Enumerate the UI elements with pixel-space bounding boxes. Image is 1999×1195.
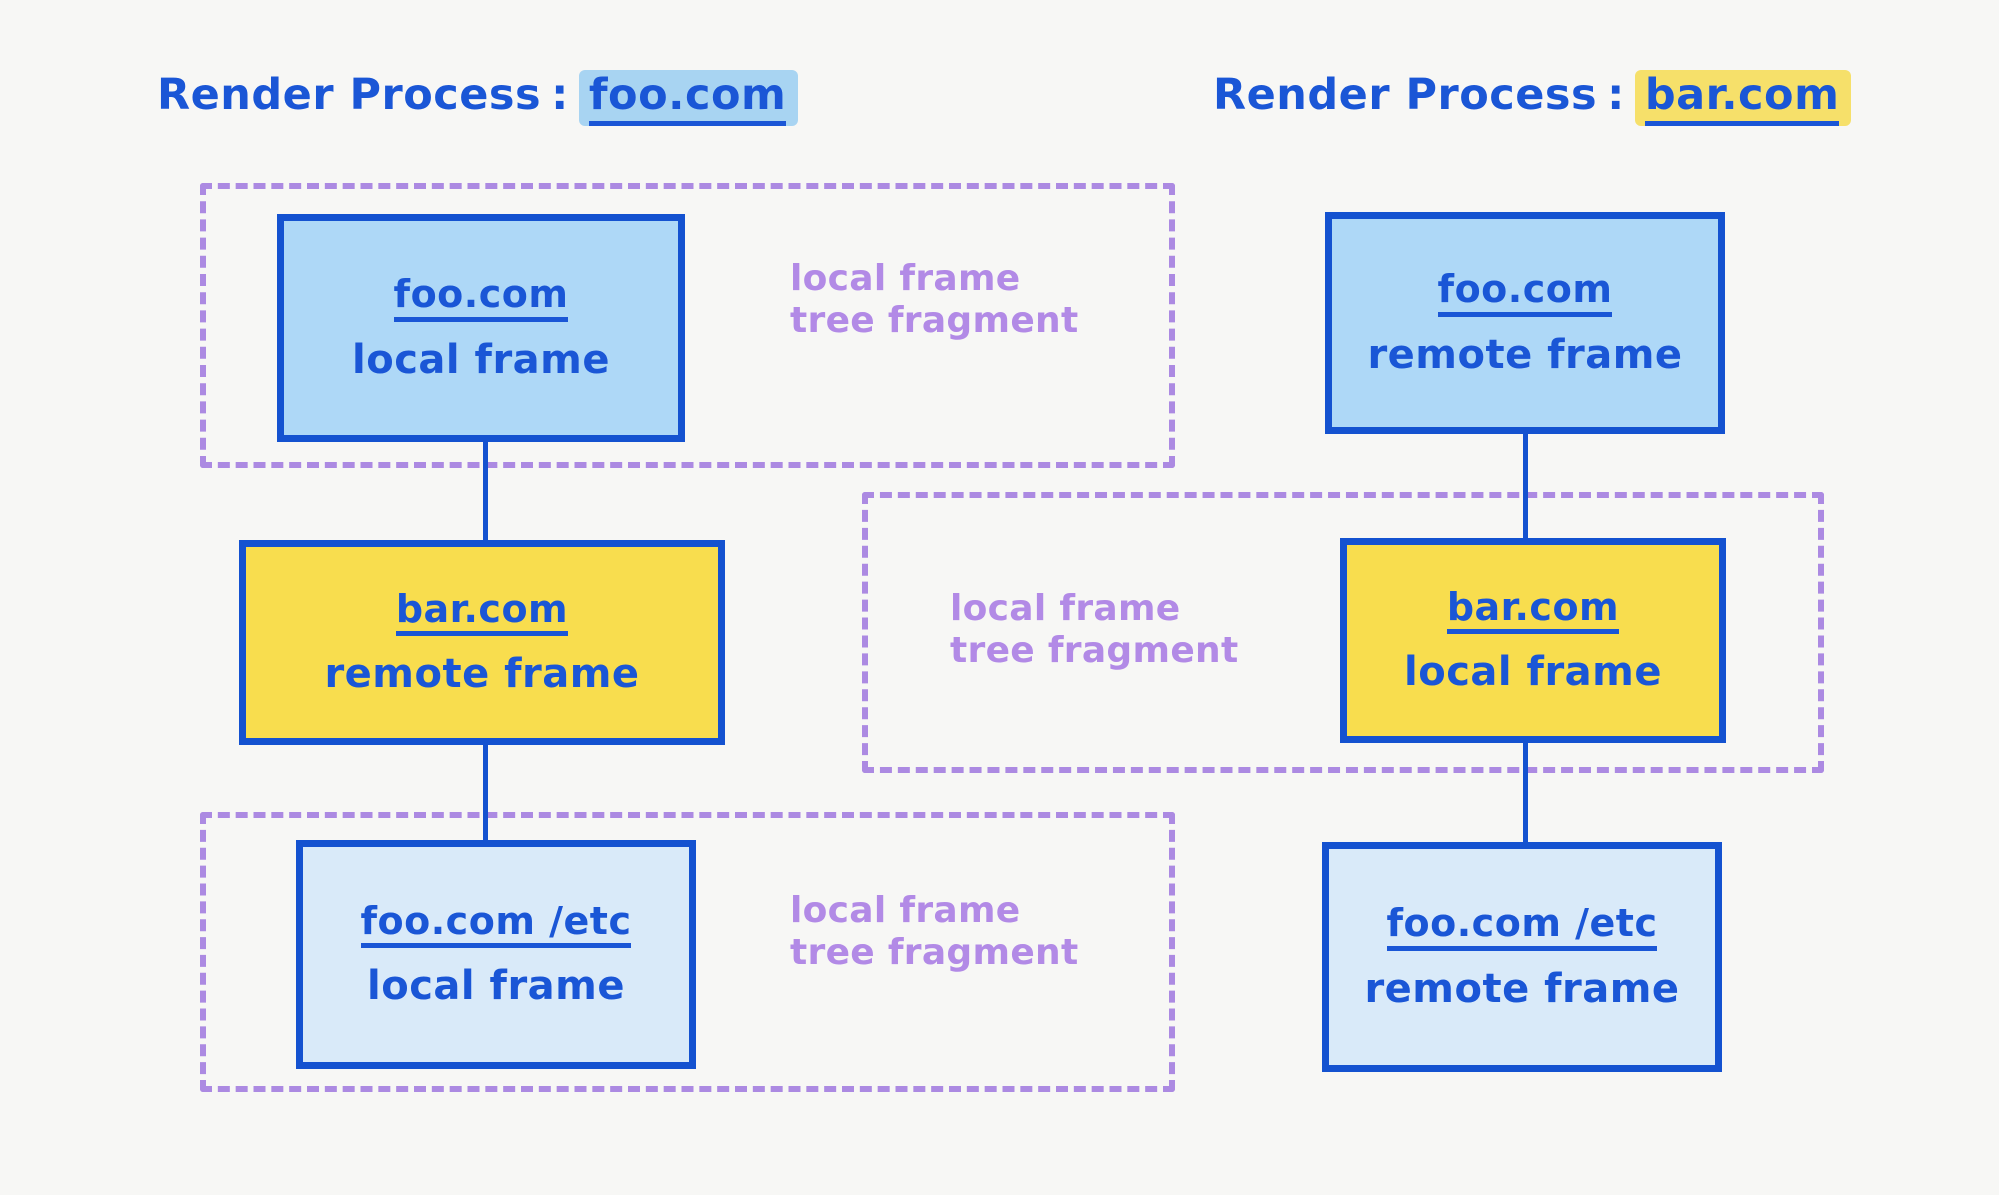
render-process-title-right: Render Process: bar.com bbox=[1213, 68, 1852, 126]
frame-host-left-2: foo.com /etc bbox=[360, 901, 632, 949]
title-separator-right: : bbox=[1607, 70, 1625, 120]
title-host-wrap-right: bar.com bbox=[1634, 68, 1852, 126]
frame-box-left-1[interactable]: bar.com remote frame bbox=[239, 540, 725, 745]
connector-right-2 bbox=[1523, 740, 1528, 850]
frame-kind-right-1: local frame bbox=[1404, 649, 1662, 696]
title-prefix-right: Render Process bbox=[1213, 70, 1598, 120]
frame-host-right-0: foo.com bbox=[1437, 269, 1613, 317]
render-process-title-left: Render Process: foo.com bbox=[157, 68, 799, 126]
connector-left-2 bbox=[483, 740, 488, 845]
title-highlight-left bbox=[578, 70, 799, 126]
title-highlight-right bbox=[1634, 70, 1852, 126]
annotation-right-middle: local frame tree fragment bbox=[950, 588, 1239, 672]
frame-kind-left-2: local frame bbox=[367, 963, 625, 1010]
frame-kind-right-0: remote frame bbox=[1367, 331, 1683, 378]
fragment-region-right-middle bbox=[862, 492, 1824, 773]
fragment-region-left-top bbox=[200, 183, 1175, 468]
title-host-right: bar.com bbox=[1644, 70, 1840, 126]
fragment-region-left-bottom bbox=[200, 812, 1175, 1092]
frame-box-left-0[interactable]: foo.com local frame bbox=[277, 214, 685, 442]
frame-kind-left-0: local frame bbox=[352, 336, 610, 383]
annotation-left-bottom: local frame tree fragment bbox=[790, 890, 1079, 974]
frame-host-left-0: foo.com bbox=[393, 274, 569, 322]
frame-box-right-1[interactable]: bar.com local frame bbox=[1340, 538, 1726, 743]
frame-host-right-2: foo.com /etc bbox=[1386, 903, 1658, 951]
frame-box-right-2[interactable]: foo.com /etc remote frame bbox=[1322, 842, 1722, 1072]
title-prefix-left: Render Process bbox=[157, 70, 542, 120]
frame-host-right-1: bar.com bbox=[1446, 587, 1620, 635]
title-host-left: foo.com bbox=[588, 70, 787, 126]
connector-right-1 bbox=[1523, 430, 1528, 550]
frame-box-right-0[interactable]: foo.com remote frame bbox=[1325, 212, 1725, 434]
connector-left-1 bbox=[483, 437, 488, 545]
annotation-left-top: local frame tree fragment bbox=[790, 258, 1079, 342]
title-host-wrap-left: foo.com bbox=[578, 68, 799, 126]
frame-host-left-1: bar.com bbox=[395, 589, 569, 637]
frame-box-left-2[interactable]: foo.com /etc local frame bbox=[296, 840, 696, 1069]
title-separator-left: : bbox=[551, 70, 569, 120]
frame-kind-left-1: remote frame bbox=[324, 651, 640, 698]
frame-kind-right-2: remote frame bbox=[1364, 965, 1680, 1012]
